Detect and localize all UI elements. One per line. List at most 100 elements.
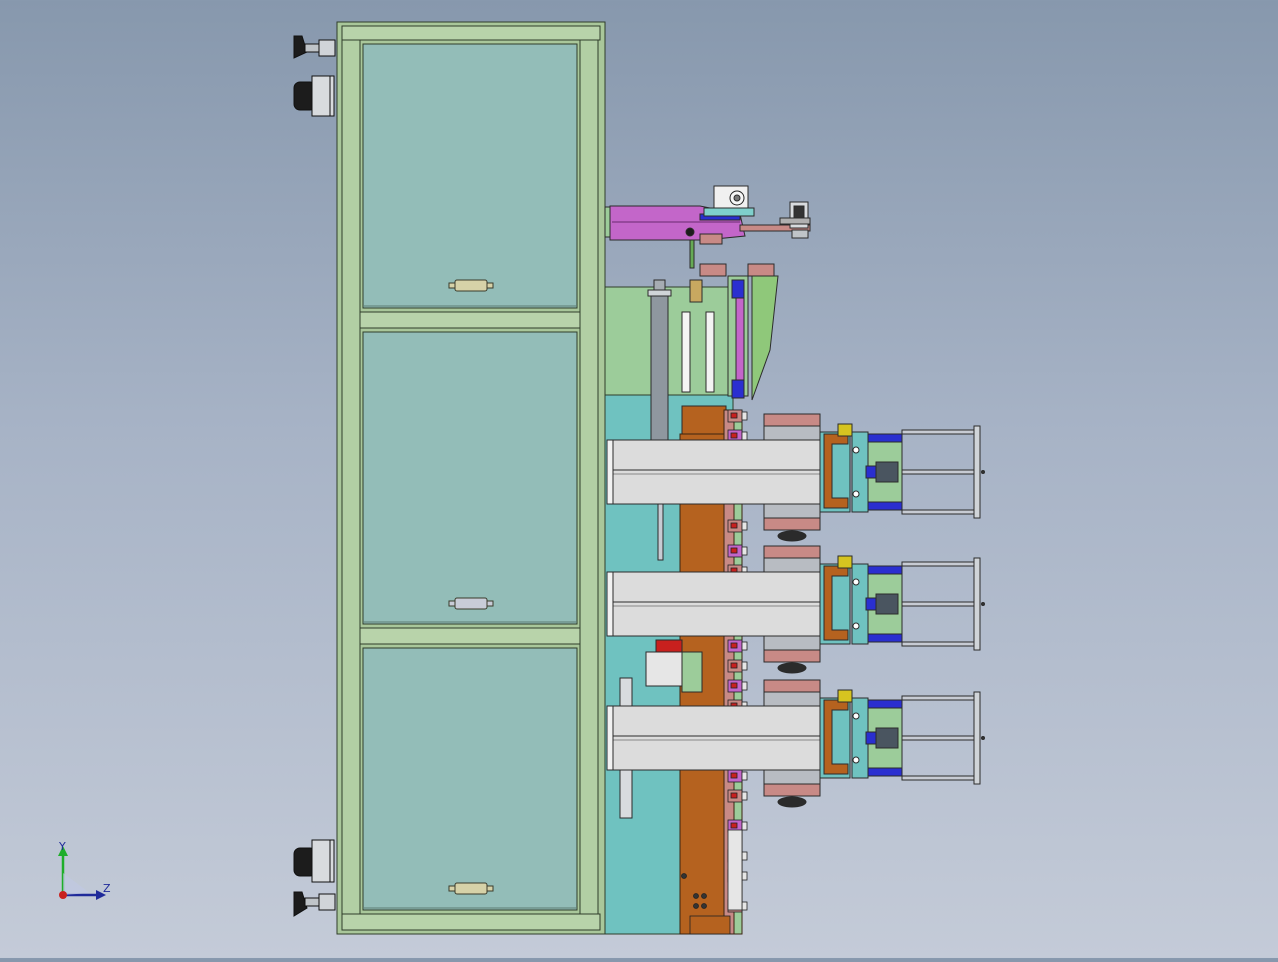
frame-bottom-rail xyxy=(341,913,601,931)
bolt xyxy=(852,756,860,764)
lower-fasteners xyxy=(681,829,743,935)
guide-rod xyxy=(901,469,977,475)
guide-rail-right xyxy=(705,311,715,393)
connector-pin xyxy=(741,851,748,861)
connector-mark xyxy=(730,682,738,689)
connector-pin xyxy=(741,431,748,441)
bottom-clamp xyxy=(763,783,821,797)
frame-top-rail xyxy=(341,25,601,41)
end-bolt xyxy=(981,470,985,474)
drum-bottom xyxy=(763,503,821,519)
connector-mark xyxy=(730,822,738,829)
bolt xyxy=(852,712,860,720)
cylinder-port xyxy=(865,597,877,611)
end-bolt xyxy=(981,736,985,740)
leveling-foot-bottom xyxy=(293,891,336,917)
connector-mark xyxy=(730,412,738,419)
drum-top xyxy=(763,691,821,707)
drum-top xyxy=(763,557,821,573)
end-plate xyxy=(973,691,981,785)
roller-endcap xyxy=(606,439,614,505)
triad-z-label: Z xyxy=(103,882,111,895)
drum-bottom xyxy=(763,769,821,785)
cylinder-body xyxy=(875,727,899,749)
connector-mark xyxy=(730,547,738,554)
vertical-cylinder xyxy=(650,291,669,441)
top-clamp xyxy=(763,679,821,693)
pulley xyxy=(777,662,807,674)
glass-panel-top xyxy=(362,43,578,309)
caster-top xyxy=(293,75,335,117)
glass-panel-bottom xyxy=(362,647,578,911)
roller-housing xyxy=(606,705,848,771)
guide-rail-left xyxy=(681,311,691,393)
guide-rod xyxy=(901,735,977,741)
roller-station-3 xyxy=(606,679,985,808)
connector-mark xyxy=(730,642,738,649)
roller-endcap xyxy=(606,705,614,771)
leveling-foot-top xyxy=(293,35,336,59)
door-handle-bottom xyxy=(448,882,494,895)
connector-pin xyxy=(741,791,748,801)
drum-bottom xyxy=(763,635,821,651)
blue-flange-bottom xyxy=(867,767,903,777)
connector-pin xyxy=(741,871,748,881)
top-clamp xyxy=(763,545,821,559)
end-plate xyxy=(973,425,981,519)
pulley xyxy=(777,530,807,542)
connector-mark xyxy=(730,792,738,799)
blue-flange-top xyxy=(867,699,903,709)
upper-green-plate xyxy=(604,286,746,396)
triad-origin xyxy=(59,891,67,899)
top-clamp xyxy=(763,413,821,427)
bottom-clamp xyxy=(763,517,821,531)
connector-pin xyxy=(741,821,748,831)
coordinate-triad: Y Z xyxy=(58,840,111,900)
upper-guide-assembly xyxy=(647,263,779,441)
drum-top xyxy=(763,425,821,441)
c-bracket xyxy=(823,433,849,509)
connector-mark xyxy=(730,662,738,669)
triad-y-label: Y xyxy=(58,840,66,853)
connector-mark xyxy=(730,432,738,439)
roller-housing xyxy=(606,439,848,505)
bottom-clamp xyxy=(763,649,821,663)
frame-left-post xyxy=(341,39,361,915)
cylinder-port xyxy=(865,731,877,745)
roller-station-1 xyxy=(606,413,985,542)
door-handle-top xyxy=(448,279,494,292)
yellow-block xyxy=(837,423,853,437)
blue-flange-bottom xyxy=(867,501,903,511)
connector-pin xyxy=(741,661,748,671)
bolt xyxy=(852,622,860,630)
pulley xyxy=(777,796,807,808)
connector-mark xyxy=(730,522,738,529)
blue-flange-top xyxy=(867,433,903,443)
door-handles xyxy=(448,279,494,895)
cylinder-body xyxy=(875,461,899,483)
guide-rod xyxy=(901,429,977,435)
roller-station-2 xyxy=(606,545,985,674)
end-bolt xyxy=(981,602,985,606)
connector-pin xyxy=(741,641,748,651)
blue-flange-bottom xyxy=(867,633,903,643)
connector-pin xyxy=(741,411,748,421)
roller-housing xyxy=(606,571,848,637)
frame-mid-rail-2 xyxy=(359,627,581,645)
blue-flange-top xyxy=(867,565,903,575)
connector-mark xyxy=(730,772,738,779)
c-bracket xyxy=(823,565,849,641)
roller-endcap xyxy=(606,571,614,637)
c-bracket xyxy=(823,699,849,775)
connector-pin xyxy=(741,521,748,531)
guide-rod xyxy=(901,601,977,607)
connector-pin xyxy=(741,771,748,781)
connector-pin xyxy=(741,901,748,911)
frame-mid-rail-1 xyxy=(359,311,581,329)
frame-right-post xyxy=(579,39,599,915)
roller-stations xyxy=(606,413,985,808)
guide-rod xyxy=(901,561,977,567)
bolt xyxy=(852,578,860,586)
